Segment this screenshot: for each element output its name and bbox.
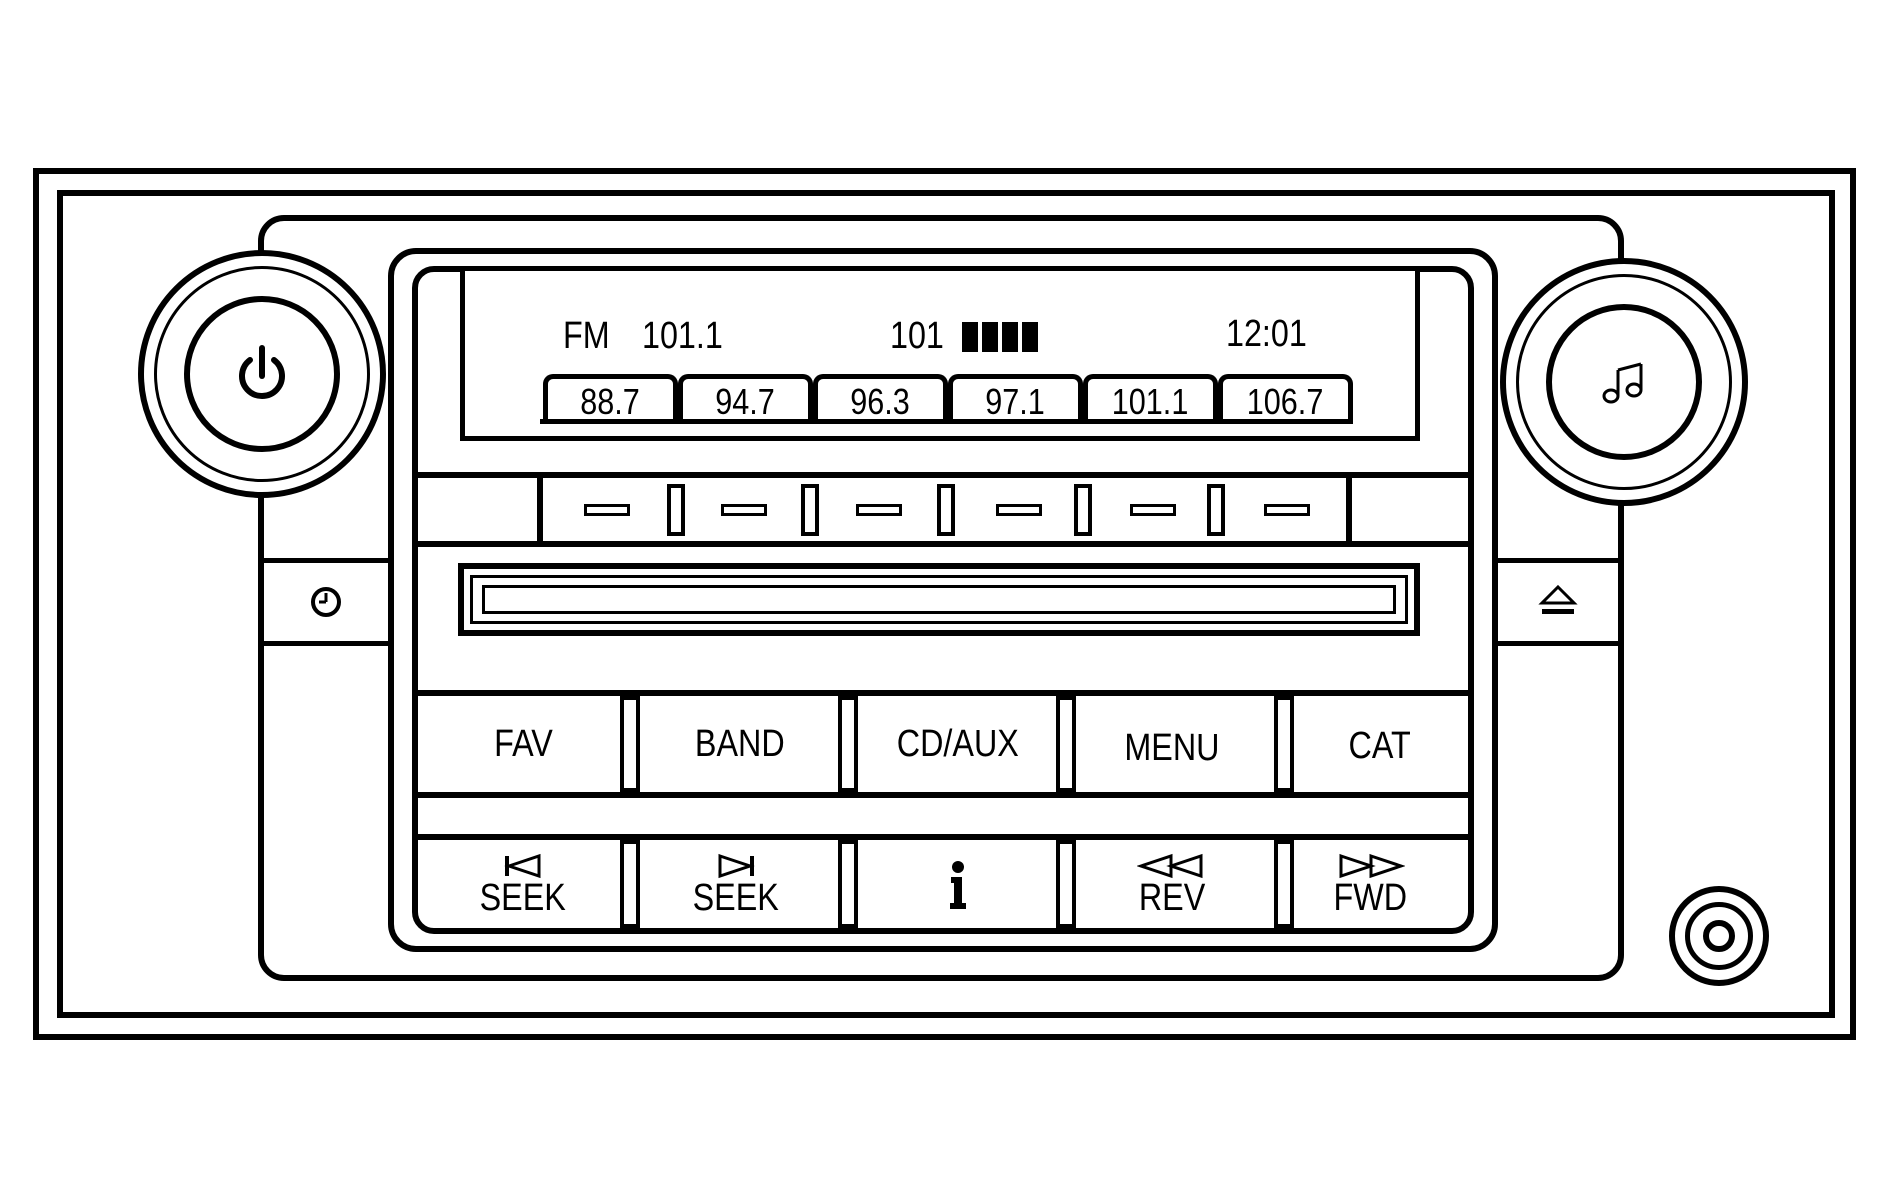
info-button[interactable]: i <box>858 840 1058 930</box>
skip-back-icon <box>504 853 541 879</box>
skip-forward-icon <box>718 853 755 879</box>
display-frequency: 101.1 <box>642 315 723 357</box>
cd-slot-opening <box>482 585 1396 614</box>
preset-button-5[interactable] <box>1089 478 1217 541</box>
tune-knob-cap[interactable] <box>1546 304 1702 460</box>
row1-top-line <box>412 690 1474 696</box>
row2-divider <box>620 840 640 928</box>
preset-button-6[interactable] <box>1223 478 1351 541</box>
display-preset-6: 106.7 <box>1218 374 1353 424</box>
cd-aux-button[interactable]: CD/AUX <box>858 696 1058 792</box>
row1-bottom-line <box>412 792 1474 798</box>
preset-button-2[interactable] <box>680 478 808 541</box>
display-preset-1: 88.7 <box>543 374 678 424</box>
band-button[interactable]: BAND <box>640 696 840 792</box>
display-preset-5: 101.1 <box>1083 374 1218 424</box>
aux-jack-hole <box>1703 920 1735 952</box>
rev-button[interactable]: REV <box>1072 840 1272 930</box>
preset-divider <box>1074 484 1092 536</box>
music-note-icon <box>1602 362 1643 404</box>
power-volume-knob[interactable] <box>138 250 386 498</box>
row1-divider <box>620 696 640 792</box>
fav-button[interactable]: FAV <box>418 696 628 792</box>
preset-divider <box>667 484 685 536</box>
preset-strip-bottom <box>412 541 1474 547</box>
tune-knob-ring <box>1516 274 1732 490</box>
aux-jack-ring <box>1685 902 1753 970</box>
preset-buttons-strip <box>537 472 1352 547</box>
display-clock: 12:01 <box>1226 313 1307 355</box>
row2-divider <box>1056 840 1076 928</box>
power-knob-ring <box>154 266 370 482</box>
clock-icon <box>311 587 341 617</box>
eject-icon <box>1538 584 1578 614</box>
preset-divider <box>1207 484 1225 536</box>
preset-button-4[interactable] <box>955 478 1083 541</box>
fwd-button[interactable]: FWD <box>1280 840 1460 930</box>
preset-divider <box>801 484 819 536</box>
display-preset-4: 97.1 <box>948 374 1083 424</box>
signal-strength-bars <box>962 322 1038 352</box>
signal-bar <box>1022 322 1038 352</box>
preset-divider <box>937 484 955 536</box>
tune-knob[interactable] <box>1500 258 1748 506</box>
display-channel: 101 <box>890 315 944 357</box>
seek-back-button[interactable]: SEEK <box>418 840 628 930</box>
seek-forward-button[interactable]: SEEK <box>636 840 836 930</box>
row1-divider <box>1274 696 1294 792</box>
radio-inner-frame <box>57 190 1835 1018</box>
preset-button-1[interactable] <box>543 478 671 541</box>
radio-outer-frame <box>33 168 1856 1040</box>
power-knob-cap[interactable] <box>184 296 340 452</box>
row2-divider <box>838 840 858 928</box>
clock-button[interactable] <box>300 580 352 624</box>
aux-jack-icon[interactable] <box>1669 886 1769 986</box>
row2-divider <box>1274 840 1294 928</box>
menu-button[interactable]: MENU <box>1072 700 1272 796</box>
row1-divider <box>838 696 858 792</box>
preset-strip-top <box>412 472 1474 478</box>
preset-button-3[interactable] <box>815 478 943 541</box>
signal-bar <box>962 322 978 352</box>
preset-button-mark <box>856 503 902 516</box>
display-tabs-baseline <box>540 419 1350 424</box>
preset-button-mark <box>996 503 1042 516</box>
power-icon <box>239 345 285 399</box>
signal-bar <box>1002 322 1018 352</box>
eject-button[interactable] <box>1530 578 1586 624</box>
preset-button-mark <box>1130 503 1176 516</box>
signal-bar <box>982 322 998 352</box>
right-side-strip <box>1492 558 1618 646</box>
preset-button-mark <box>584 503 630 516</box>
preset-button-mark <box>721 503 767 516</box>
display-preset-3: 96.3 <box>813 374 948 424</box>
row2-top-line <box>412 834 1474 840</box>
display-preset-2: 94.7 <box>678 374 813 424</box>
display-band: FM <box>563 315 610 357</box>
info-icon <box>950 861 966 909</box>
row1-divider <box>1056 696 1076 792</box>
cd-slot-inner <box>470 575 1408 624</box>
left-side-strip <box>264 558 394 646</box>
cd-slot[interactable] <box>458 563 1420 636</box>
rewind-icon <box>1137 853 1203 879</box>
cat-button[interactable]: CAT <box>1290 700 1470 792</box>
preset-button-mark <box>1264 503 1310 516</box>
fast-forward-icon <box>1339 853 1405 879</box>
